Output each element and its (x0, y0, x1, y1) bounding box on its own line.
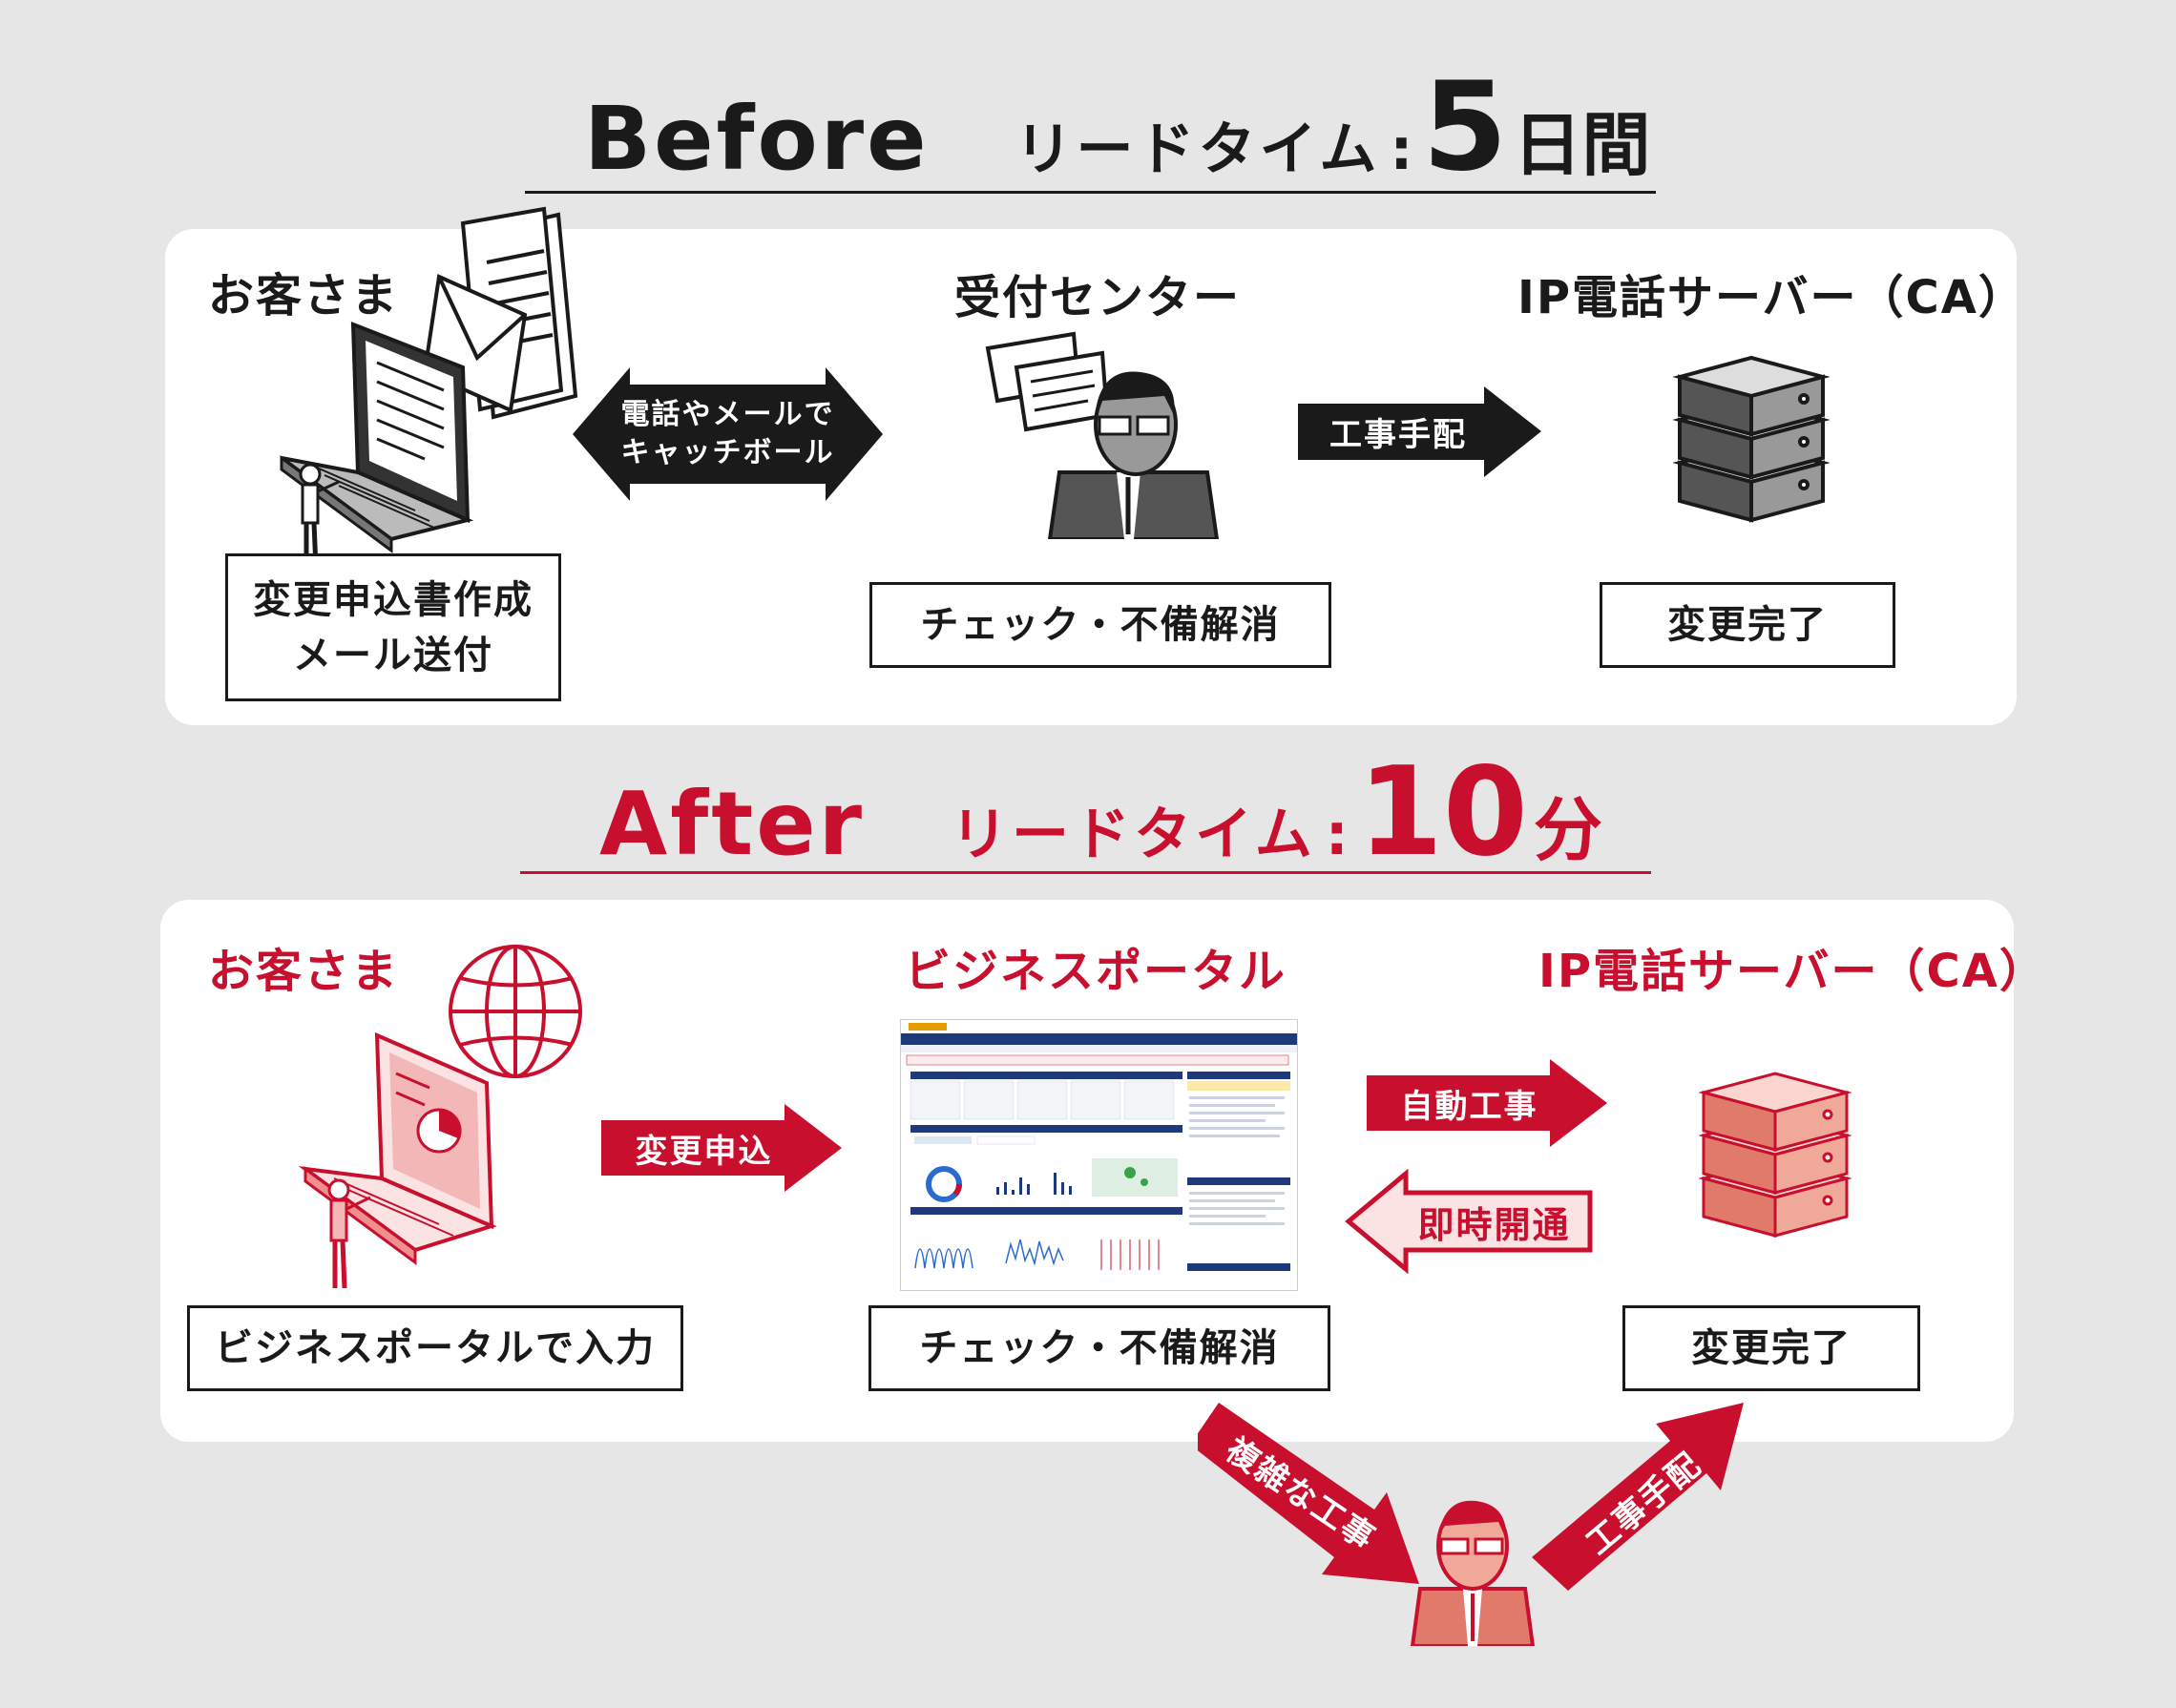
before-exchange-arrow: 電話やメールで キャッチボール (573, 367, 883, 501)
before-construction-arrow-text: 工事手配 (1329, 416, 1467, 454)
before-server-label: IP電話サーバー（CA） (1517, 271, 2026, 324)
before-customer-box-line1: 変更申込書作成 (253, 577, 534, 622)
operator-icon (1411, 1484, 1535, 1646)
after-customer-box: ビジネスポータルで入力 (187, 1305, 683, 1391)
after-lead-unit: 分 (1533, 790, 1602, 870)
before-heading: Before リードタイム : 5 日間 (584, 56, 1651, 198)
operator-speech-icon (983, 329, 1222, 539)
after-word: After (599, 773, 865, 875)
after-apply-arrow: 変更申込 (601, 1104, 842, 1192)
before-customer-box-line2: メール送付 (293, 633, 493, 677)
before-lead-value: 5 (1422, 56, 1508, 198)
server-stack-icon (1661, 329, 1842, 530)
before-lead-unit: 日間 (1513, 105, 1651, 185)
before-exchange-arrow-text: 電話やメールで キャッチボール (573, 385, 883, 484)
before-exchange-line2: キャッチボール (620, 436, 835, 469)
after-portal-label: ビジネスポータル (905, 945, 1287, 998)
after-arrange-arrow: 工事手配 (1532, 1395, 1747, 1591)
after-underline (520, 871, 1651, 874)
after-server-label: IP電話サーバー（CA） (1538, 945, 2047, 998)
portal-screenshot (900, 1019, 1298, 1291)
before-center-box: チェック・不備解消 (869, 582, 1331, 668)
after-auto-arrow-text: 自動工事 (1400, 1087, 1538, 1126)
server-stack-red-icon (1684, 1045, 1866, 1245)
after-lead-label: リードタイム (950, 802, 1316, 868)
after-apply-arrow-text: 変更申込 (635, 1132, 773, 1171)
before-lead-label: リードタイム (1015, 116, 1381, 183)
before-construction-arrow: 工事手配 (1298, 386, 1541, 477)
before-colon: : (1390, 116, 1413, 183)
before-server-box: 変更完了 (1600, 582, 1895, 668)
after-instant-arrow-text: 即時開通 (1417, 1203, 1571, 1246)
before-center-label: 受付センター (954, 271, 1242, 324)
after-colon: : (1325, 802, 1349, 868)
before-exchange-line1: 電話やメールで (620, 397, 835, 431)
after-instant-arrow: 即時開通 (1344, 1169, 1597, 1274)
after-heading: After リードタイム : 10 分 (599, 741, 1602, 884)
laptop-mail-person-icon (272, 205, 587, 568)
after-customer-label: お客さま (208, 945, 400, 998)
before-word: Before (584, 88, 930, 190)
after-portal-box: チェック・不備解消 (868, 1305, 1330, 1391)
before-underline (525, 191, 1656, 194)
after-auto-arrow: 自動工事 (1367, 1059, 1607, 1147)
before-customer-box: 変更申込書作成 メール送付 (225, 553, 561, 701)
after-server-box: 変更完了 (1622, 1305, 1920, 1391)
after-complex-arrow: 複雑な工事 (1198, 1403, 1427, 1593)
before-customer-label: お客さま (208, 269, 400, 323)
after-lead-value: 10 (1357, 741, 1528, 884)
laptop-globe-person-icon (296, 940, 611, 1293)
